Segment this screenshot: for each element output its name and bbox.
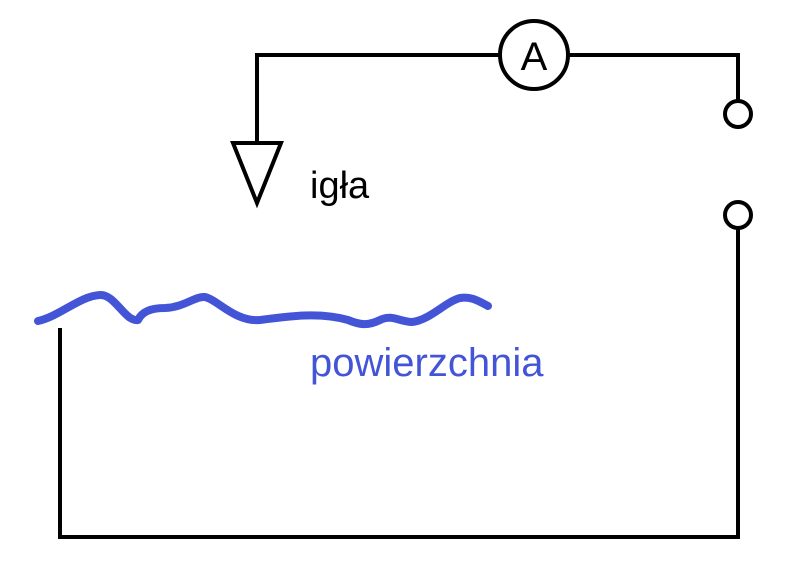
surface-line [34, 291, 492, 329]
surface-label: powierzchnia [310, 341, 544, 385]
switch-terminal-bottom [723, 200, 753, 230]
ammeter-label: A [521, 35, 548, 79]
top-wire [255, 53, 740, 143]
switch-terminal-top [723, 99, 753, 129]
ammeter: A [498, 19, 570, 91]
needle-label: igła [310, 165, 370, 207]
ammeter-circle [498, 19, 570, 91]
return-wire [58, 228, 740, 539]
needle-tip [230, 141, 284, 209]
